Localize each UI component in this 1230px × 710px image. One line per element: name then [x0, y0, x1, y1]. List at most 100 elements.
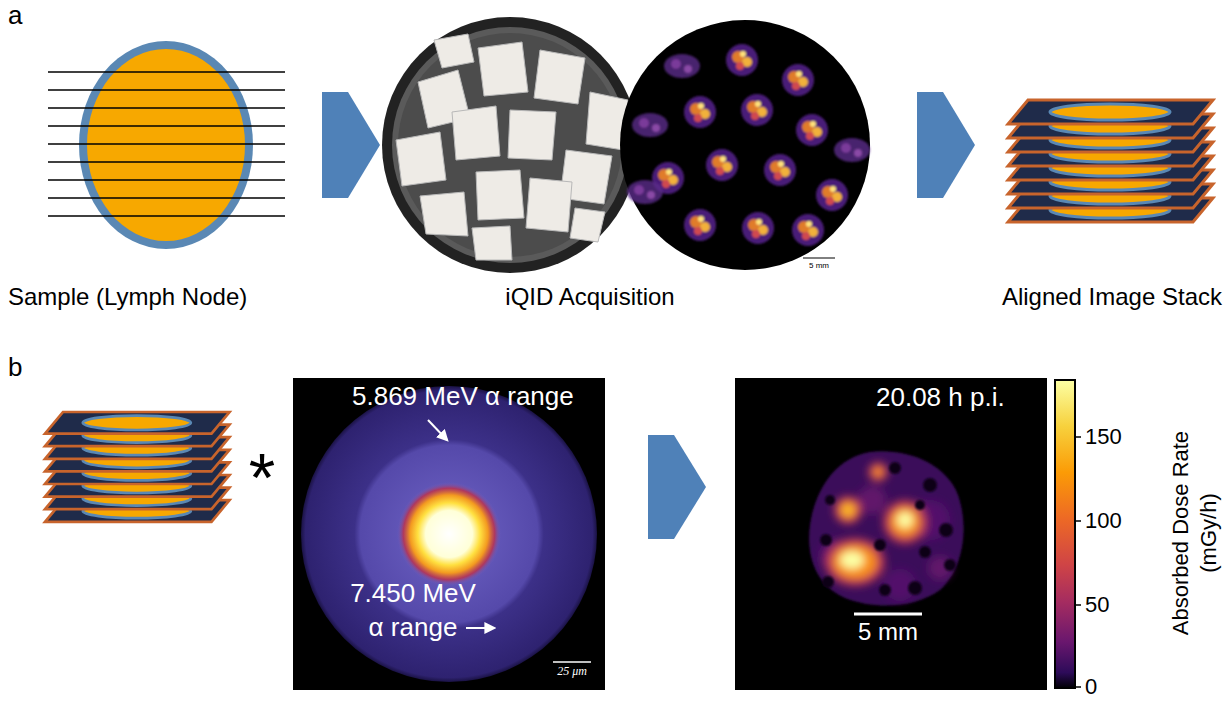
scale-bar	[553, 661, 591, 663]
tissue-hole	[923, 478, 937, 492]
iqid-image	[684, 209, 716, 241]
tissue-hole	[919, 546, 931, 558]
tissue-paper	[396, 132, 446, 186]
iqid-image	[764, 154, 796, 186]
iqid-image	[726, 44, 758, 76]
petri-dish-photo	[382, 17, 638, 273]
iqid-image	[632, 113, 668, 137]
colorbar-tick-label: 50	[1085, 592, 1109, 618]
section-line	[48, 71, 285, 73]
iqid-image	[742, 212, 774, 244]
section-line	[48, 143, 285, 145]
scale-bar-label: 5 mm	[858, 618, 918, 647]
section-line	[48, 197, 285, 199]
colorbar	[1055, 380, 1081, 688]
iqid-image	[796, 114, 828, 146]
iqid-image	[816, 179, 848, 211]
petri-dish-photo	[382, 17, 638, 273]
dose-hotspot	[890, 507, 920, 537]
colorbar-tick-label: 150	[1085, 424, 1122, 450]
tissue-paper	[534, 50, 585, 104]
tissue-paper	[476, 170, 524, 220]
scale-bar	[854, 613, 922, 616]
section-line	[48, 161, 285, 163]
tissue-paper	[452, 106, 500, 160]
dose-kernel-image	[293, 378, 605, 690]
tissue-hole	[879, 584, 891, 596]
iqid-image	[782, 64, 814, 96]
tissue-paper	[478, 42, 528, 96]
tissue-hole	[939, 523, 953, 537]
iqid-image	[620, 20, 870, 270]
tissue-hole	[874, 539, 886, 551]
iqid-image	[684, 96, 716, 128]
dose-hotspot	[868, 462, 888, 482]
colorbar	[1055, 380, 1075, 688]
dose-hotspot	[883, 500, 927, 544]
tissue-hole	[889, 462, 901, 474]
leader-arrow	[466, 627, 494, 629]
tissue-paper	[434, 34, 474, 68]
dose-hotspot	[897, 512, 913, 528]
scale-bar	[803, 258, 835, 259]
scale-bar-label: 5 mm	[809, 261, 829, 271]
tissue-hole	[908, 581, 922, 595]
leader-arrow	[428, 420, 447, 440]
iqid-image	[664, 54, 700, 78]
alpha-range-label: 5.869 MeV α range	[352, 381, 574, 412]
iqid-image	[627, 180, 663, 204]
panel-caption: Aligned Image Stack	[1002, 283, 1222, 312]
tissue-paper	[472, 226, 512, 260]
section-line	[48, 125, 285, 127]
colorbar-tick-label: 100	[1085, 508, 1122, 534]
dose-kernel-image	[301, 386, 597, 682]
colorbar-tick	[1075, 686, 1081, 688]
dose-rate-map	[735, 378, 1047, 690]
time-label: 20.08 h p.i.	[876, 382, 1005, 413]
tissue-paper	[396, 34, 628, 260]
colorbar-tick	[1075, 437, 1081, 687]
colorbar-tick	[1075, 436, 1081, 438]
image-stack	[1008, 100, 1213, 222]
iqid-image	[834, 138, 870, 162]
section-line	[48, 215, 285, 217]
dose-hotspot	[834, 496, 862, 524]
dose-rate-map	[735, 378, 1047, 690]
dose-hotspot	[844, 506, 852, 514]
tissue-hole	[820, 534, 832, 546]
process-arrow	[648, 435, 706, 539]
dose-hotspot	[858, 486, 886, 514]
iqid-image	[706, 149, 738, 181]
panel-caption: iQID Acquisition	[505, 283, 674, 312]
petri-dish-photo	[392, 27, 628, 263]
iqid-image	[792, 214, 824, 246]
tissue-paper	[526, 178, 572, 232]
alpha-range-label: 7.450 MeV α range	[346, 577, 480, 645]
colorbar-title: Absorbed Dose Rate (mGy/h)	[1167, 418, 1223, 648]
panel-letter: b	[8, 352, 22, 383]
tissue-paper	[420, 192, 468, 236]
tissue-paper	[570, 208, 605, 242]
dose-hotspot	[819, 462, 952, 601]
panel-letter: a	[8, 0, 22, 31]
lymph-node-sample	[87, 49, 245, 241]
section-line	[48, 179, 285, 181]
iqid-image	[620, 20, 870, 270]
scale-bar-label: 25 μm	[557, 664, 587, 678]
panel-caption: Sample (Lymph Node)	[8, 283, 247, 312]
section-line	[48, 107, 285, 109]
dose-rate-map	[809, 451, 963, 605]
dose-kernel-image	[293, 378, 605, 690]
convolution-symbol: *	[249, 443, 275, 511]
image-stack	[45, 412, 230, 522]
section-line	[48, 72, 285, 216]
dose-hotspot	[840, 551, 864, 569]
tissue-hole	[822, 576, 834, 588]
dose-hotspot	[839, 501, 857, 519]
section-line	[48, 89, 285, 91]
tissue-hole	[825, 495, 835, 505]
colorbar-tick	[1075, 604, 1081, 606]
tissue-hole	[944, 559, 956, 571]
